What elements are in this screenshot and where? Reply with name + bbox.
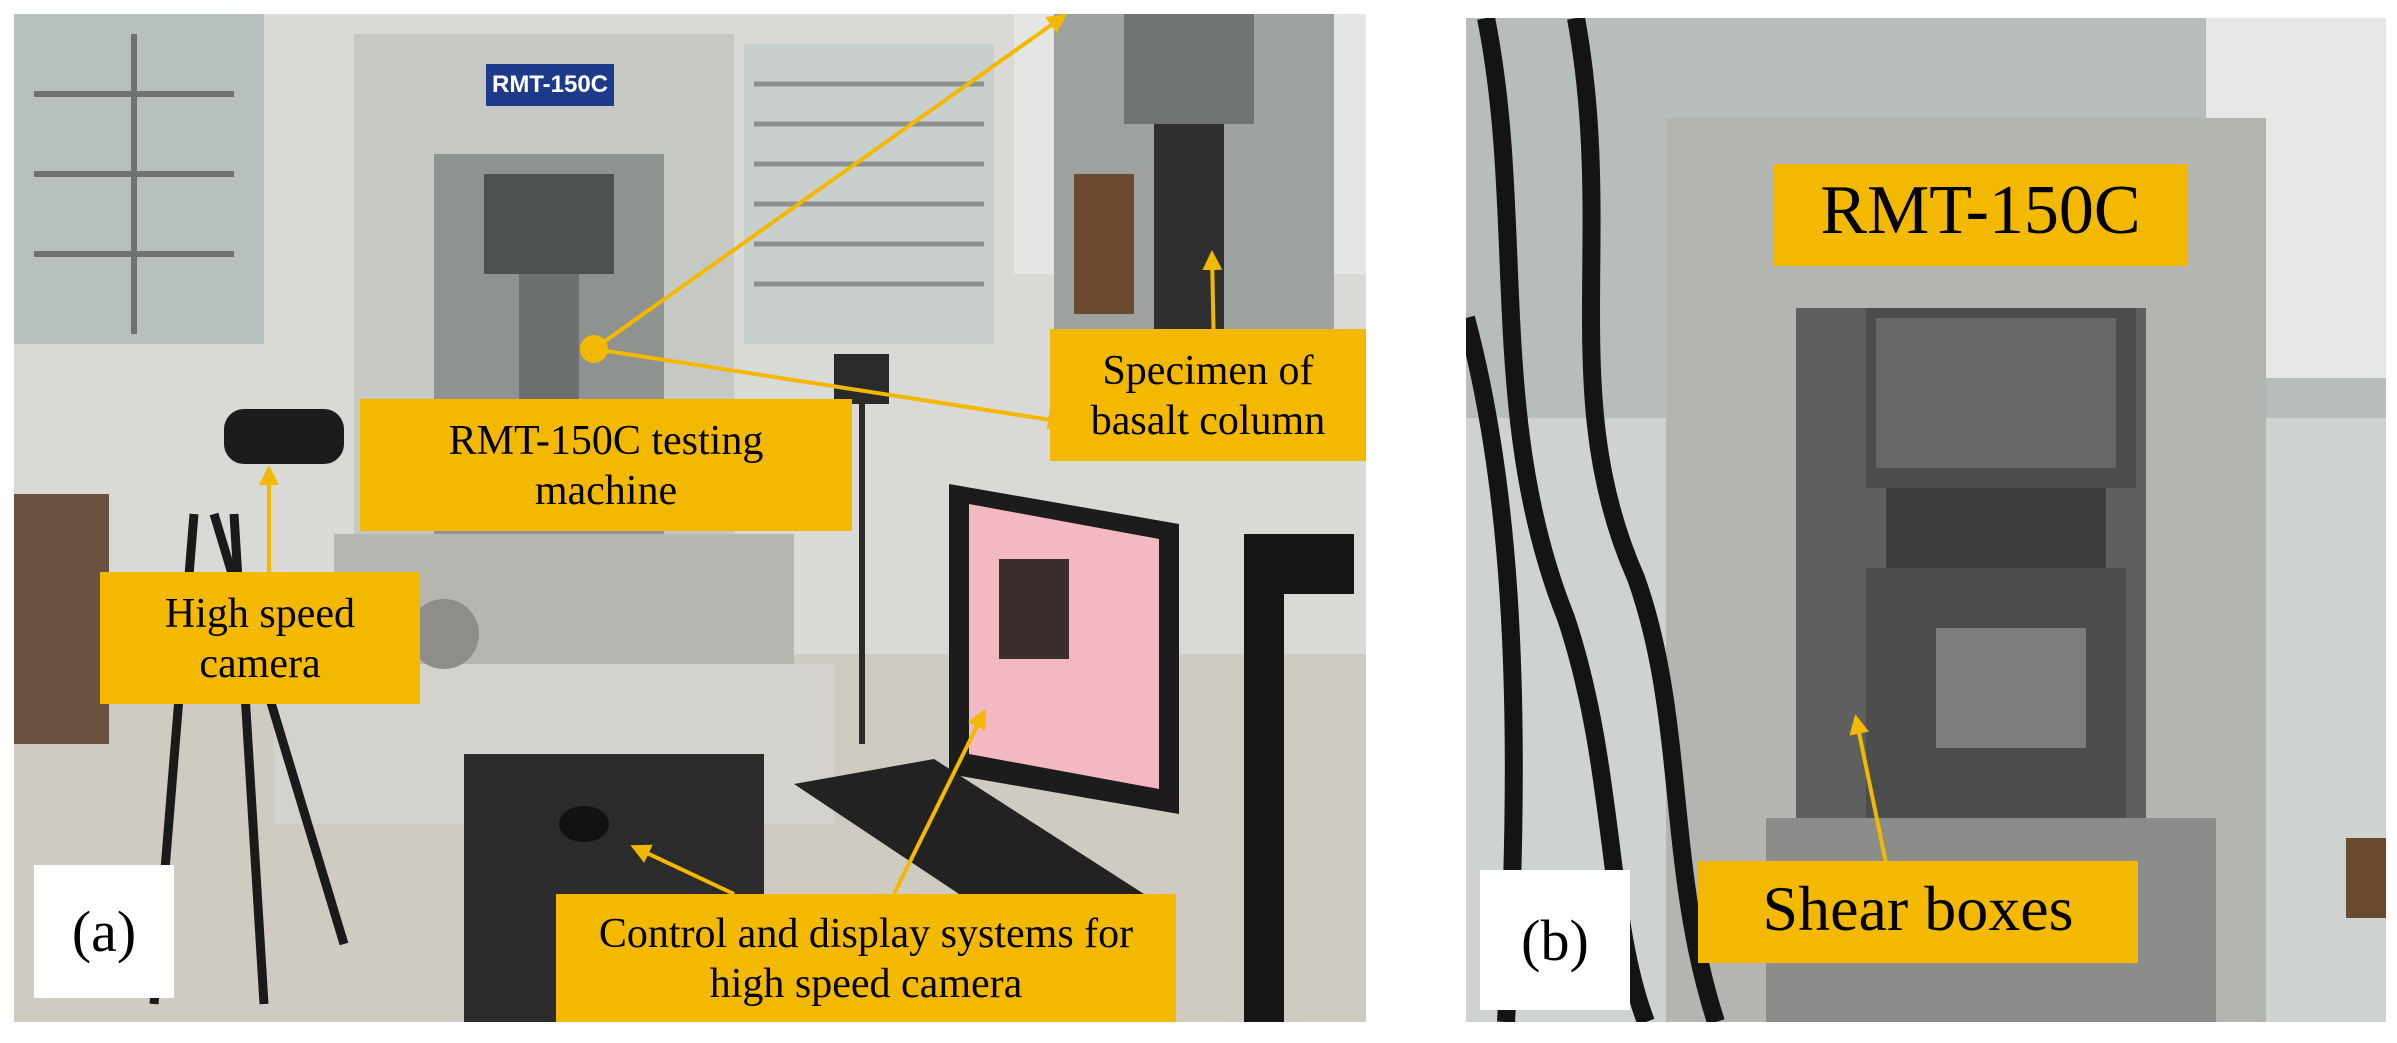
panel-label-b: (b) — [1480, 870, 1630, 1010]
photo-panel-b: RMT-150C Shear boxes (b) — [1466, 18, 2386, 1022]
callout-shear-boxes: Shear boxes — [1698, 861, 2138, 963]
callout-camera: High speed camera — [100, 572, 420, 704]
callout-specimen: Specimen of basalt column — [1050, 329, 1366, 461]
machine-sign: RMT-150C — [486, 64, 614, 106]
callout-machine-b: RMT-150C — [1773, 164, 2188, 266]
callout-control-display: Control and display systems for high spe… — [556, 894, 1176, 1022]
panel-label-a: (a) — [34, 865, 174, 998]
callout-testing-machine: RMT-150C testing machine — [360, 399, 852, 531]
lab-scene-b — [1466, 18, 2386, 1022]
photo-panel-a: RMT-150C RMT-150C testing machine Specim… — [14, 14, 1366, 1022]
